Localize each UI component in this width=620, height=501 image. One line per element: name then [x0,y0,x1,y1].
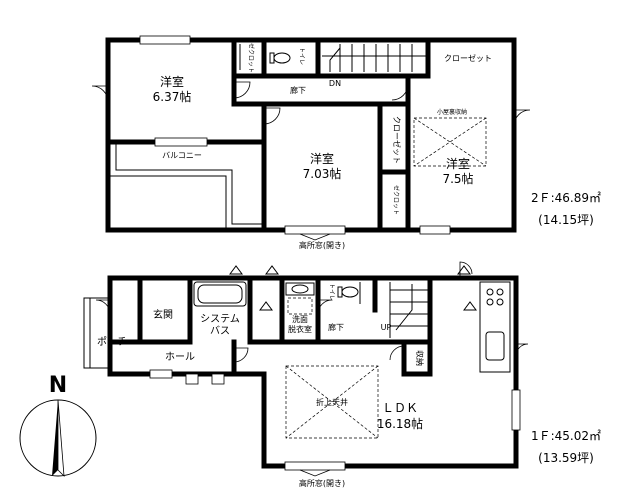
ldk-label: ＬＤＫ [382,401,418,415]
high-window-symbol-1f [299,469,331,477]
closet-small-a-label: ゼクロット [247,43,255,73]
room-label-youshitsu-a: 洋室 [160,74,184,89]
floor-1-area: 1Ｆ:45.02㎡ [531,429,601,443]
porch-label: ポーチ [97,336,127,348]
closet-top-label: クローゼット [444,53,492,63]
ceiling-label: 折上天井 [316,397,348,407]
high-window-label-2f: 高所窓(開き) [299,240,345,250]
up-label: UP [381,323,392,332]
porch-step [459,261,473,278]
hall-label: ホール [165,351,195,363]
attic-storage-label: 小屋裏収納 [437,108,467,116]
room-size-youshitsu-a: 6.37帖 [153,89,192,104]
vent-markers [229,265,477,311]
floor-2-stairs [322,44,428,72]
north-label: N [49,373,67,398]
high-window-label-1f: 高所窓(開き) [299,478,345,488]
toilet-fixture-1f [337,282,361,304]
floor-2-inner-walls [105,37,431,233]
floor-2-windows [139,35,451,235]
floor-2-doors [91,44,531,127]
floor-1-outer-wall [107,275,519,469]
floor-1-plan: 玄関 ポーチ ホール システムバス 洗面脱衣室 トイレ 廊下 UP 収納 ＬＤＫ… [83,261,529,488]
washroom-label: 洗面脱衣室 [288,314,312,334]
entrance-label: 玄関 [153,308,173,321]
storage-label: 収納 [415,350,425,366]
attic-storage-area [413,117,487,167]
balcony-label: バルコニー [162,151,202,160]
room-label-youshitsu-b: 洋室 [310,151,334,166]
kitchen-counter [479,281,511,373]
toilet-fixture [269,52,291,64]
compass: N [19,373,97,478]
room-label-youshitsu-c: 洋室 [446,156,470,171]
closet-small-b-label: ゼクロット [392,185,400,215]
room-size-youshitsu-b: 7.03帖 [303,166,342,181]
floor-1-windows [149,369,521,471]
hallway-label-1f: 廊下 [328,322,344,332]
toilet-label-2f: トイレ [298,47,305,65]
high-window-symbol-2f [299,233,331,241]
system-bath-label: システムバス [200,313,240,337]
bathtub-fixture [193,281,247,307]
floor-2-area-tsubo: (14.15坪) [538,213,594,227]
down-label: DN [329,79,341,88]
floor-1-inner-walls [107,275,433,377]
floor-2-area: 2Ｆ:46.89㎡ [531,191,601,205]
toilet-label-1f: トイレ [328,283,335,301]
ldk-size: 16.18帖 [377,416,423,431]
room-size-youshitsu-c: 7.5帖 [442,171,473,186]
washroom-fixtures [285,282,315,315]
floor-1-stairs [389,282,428,338]
floor-2-outer-wall [105,37,517,233]
floor-1-area-tsubo: (13.59坪) [538,451,594,465]
hallway-label-2f: 廊下 [290,85,306,95]
floor-1-doors [95,299,529,363]
closet-vertical-label: クローゼット [392,116,402,164]
floor-2-plan: 洋室 6.37帖 洋室 7.03帖 洋室 7.5帖 ゼクロット トイレ クローゼ… [91,35,531,250]
raised-ceiling-area [285,365,379,439]
